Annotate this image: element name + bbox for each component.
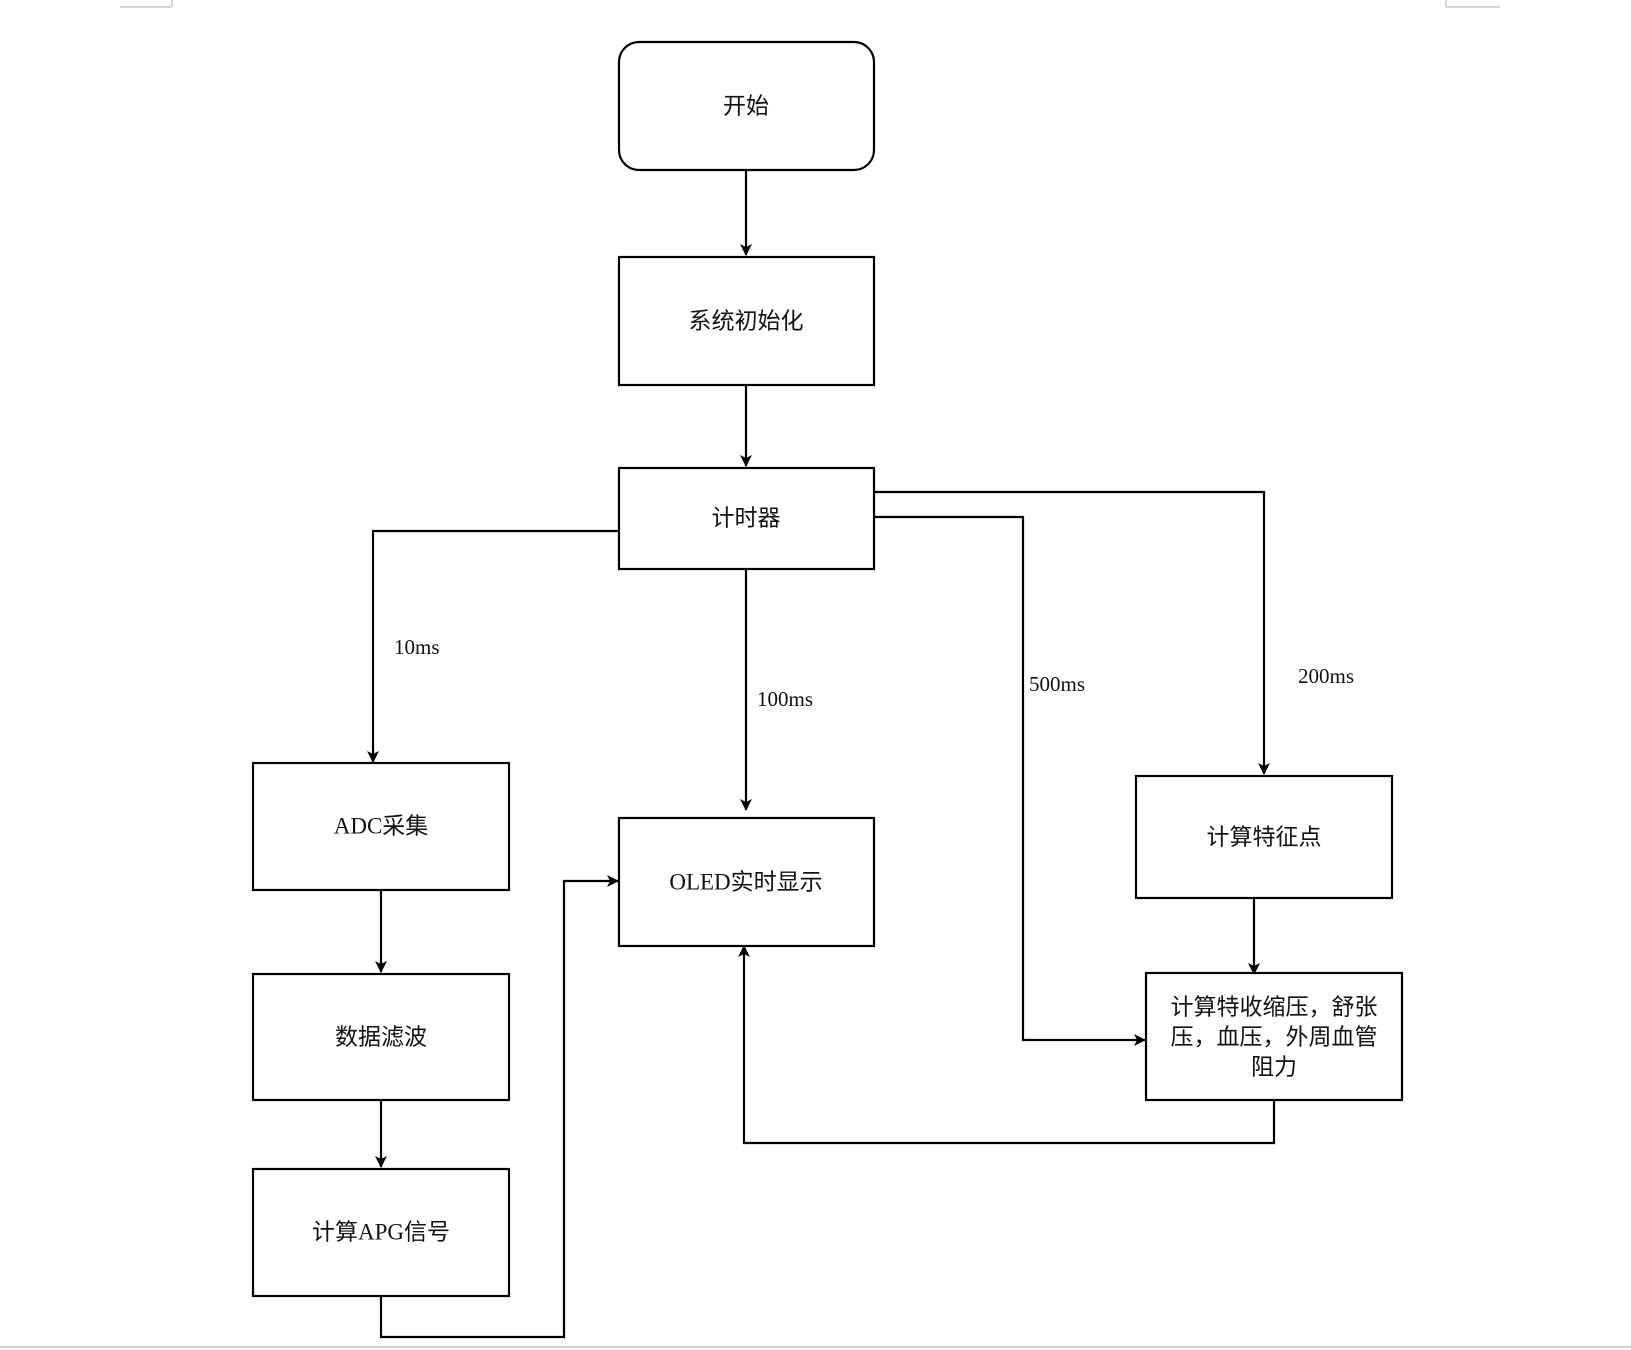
node-pressure-line-3: 阻力 [1251, 1055, 1297, 1080]
edge-timer-to-adc [367, 529, 619, 763]
edge-labels: 10ms 100ms 500ms 200ms [394, 635, 1354, 711]
edge-pressure-to-oled [738, 945, 1276, 1145]
node-timer: 计时器 [617, 466, 876, 571]
node-filter-label: 数据滤波 [335, 1025, 427, 1050]
node-oled-label: OLED实时显示 [669, 870, 822, 895]
node-features-label: 计算特征点 [1207, 825, 1322, 850]
edge-label-100ms: 100ms [757, 687, 813, 711]
node-init-label: 系统初始化 [689, 309, 804, 334]
edge-timer-to-features [874, 490, 1270, 775]
node-pressure-line-2: 压，血压，外周血管 [1171, 1025, 1378, 1050]
edge-label-10ms: 10ms [394, 635, 440, 659]
node-start: 开始 [617, 40, 876, 172]
node-oled: OLED实时显示 [617, 816, 876, 948]
node-filter: 数据滤波 [251, 972, 511, 1102]
node-apg-label: 计算APG信号 [312, 1220, 450, 1245]
edge-label-500ms: 500ms [1029, 672, 1085, 696]
node-adc: ADC采集 [251, 761, 511, 892]
node-apg: 计算APG信号 [251, 1167, 511, 1298]
node-pressure-line-1: 计算特收缩压，舒张 [1171, 995, 1378, 1020]
node-timer-label: 计时器 [712, 506, 781, 531]
node-features: 计算特征点 [1134, 774, 1394, 900]
node-pressure: 计算特收缩压，舒张 压，血压，外周血管 阻力 [1144, 971, 1404, 1102]
edges [367, 170, 1276, 1339]
node-adc-label: ADC采集 [334, 814, 429, 839]
node-start-label: 开始 [723, 94, 769, 119]
edge-timer-to-pressure [874, 515, 1146, 1046]
edge-label-200ms: 200ms [1298, 664, 1354, 688]
node-init: 系统初始化 [617, 255, 876, 387]
edge-apg-to-oled [379, 875, 619, 1339]
